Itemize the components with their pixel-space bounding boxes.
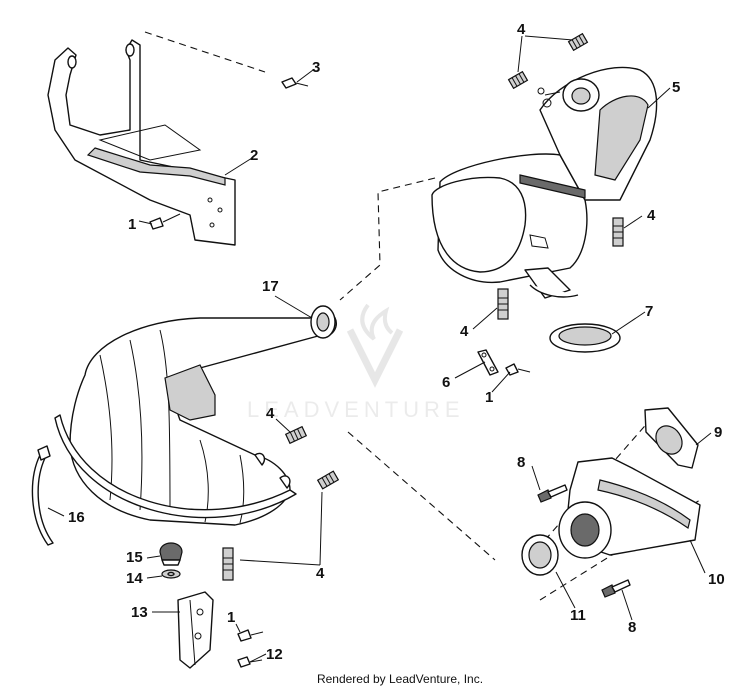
part-2-bracket [47,39,236,246]
part-7-gasket [549,323,621,353]
callout-17: 17 [262,278,279,295]
leader-lines [47,35,712,663]
callout-4-center: 4 [266,405,275,422]
part-9-flange-gasket [644,407,699,469]
callout-4-right: 4 [647,207,656,224]
part-17-exhaust-pipe [54,305,337,526]
callout-2: 2 [250,147,258,164]
part-15-rubber-mount [159,542,183,566]
fasteners [149,77,531,668]
callout-4-top: 4 [517,21,526,38]
callout-4-bottom: 4 [316,565,325,582]
callout-6: 6 [442,374,450,391]
callout-3: 3 [312,59,320,76]
part-10-manifold [558,457,701,559]
part-13-lower-bracket [177,591,214,669]
callout-15: 15 [126,549,143,566]
part-16-strap [31,445,54,546]
footer-text: Rendered by LeadVenture, Inc. [316,672,484,686]
part-4-springs [222,32,624,581]
callout-14: 14 [126,570,143,587]
callout-1-top: 1 [128,216,136,233]
callout-4-mid: 4 [460,323,469,340]
callout-16: 16 [68,509,85,526]
callout-9: 9 [714,424,722,441]
footer-credit: Rendered by LeadVenture, Inc. [0,672,750,686]
watermark-text: LEADVENTURE [247,397,465,422]
part-6-clip [477,349,499,376]
callout-12: 12 [266,646,283,663]
callout-labels: 3 2 1 4 5 4 7 4 6 1 17 4 4 16 15 14 13 1… [68,21,725,663]
callout-1-bottom: 1 [227,609,235,626]
callout-11: 11 [570,607,586,624]
part-11-ring [521,534,559,576]
callout-10: 10 [708,571,725,588]
callout-7: 7 [645,303,653,320]
part-8-bolts [537,484,631,598]
callout-8-bottom: 8 [628,619,636,636]
part-5-muffler [431,66,658,299]
callout-13: 13 [131,604,148,621]
callout-8-top: 8 [517,454,525,471]
watermark-logo: LEADVENTURE [247,303,465,422]
callout-1-mid: 1 [485,389,493,406]
part-14-washer [161,569,181,579]
callout-5: 5 [672,79,680,96]
